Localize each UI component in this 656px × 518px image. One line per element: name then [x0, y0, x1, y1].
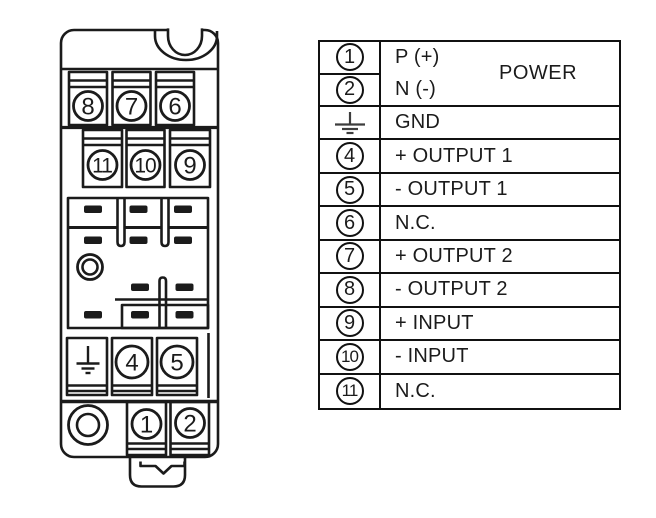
terminal-circle-7: [115, 90, 148, 122]
mounting-hole-icon: [67, 404, 109, 446]
terminal-circle-6: [159, 90, 191, 122]
terminal-numbers: 8 7 6 11 10 9 4 5 1 2: [81, 94, 196, 439]
pin-circle-9: 9: [335, 309, 364, 338]
pin-label-output2-minus: - OUTPUT 2: [381, 274, 619, 308]
pin-label-nc-11: N.C.: [395, 379, 436, 402]
pin-circle-11: 11: [335, 377, 364, 406]
pin-cell-8: 8: [320, 274, 381, 308]
clip-notch-icon: [139, 461, 186, 475]
terminal-circle-4: [114, 344, 150, 380]
pin-slots-middle: [131, 283, 194, 291]
terminal-band-876: [67, 70, 196, 127]
pin-circle-7: 7: [335, 242, 364, 271]
pin-circle-10: 10: [335, 342, 364, 371]
hanger-notch-outer: [153, 31, 219, 62]
pin-label-input-minus: - INPUT: [381, 341, 619, 375]
pin-label-n-minus: N (-): [395, 77, 436, 100]
terminal-number-4: 4: [125, 350, 138, 377]
power-label: POWER: [499, 62, 578, 84]
pin-cell-4: 4: [320, 140, 381, 174]
pin-circle-6: 6: [335, 209, 364, 238]
terminal-circle-11: [86, 149, 119, 181]
pin-label-nc-6: N.C.: [381, 207, 619, 241]
terminal-number-8: 8: [81, 94, 94, 121]
pin-cell-1: 1: [320, 42, 381, 75]
terminal-circle-1: [130, 408, 163, 440]
pin-cell-5: 5: [320, 173, 381, 208]
terminal-circle-9: [174, 149, 206, 181]
terminal-band-gnd45: [65, 333, 210, 398]
pin-assignment-table: 1 P (+) N (-) POWER 2 GND 4: [318, 40, 621, 410]
gnd-icon: [334, 111, 365, 134]
pin-cell-10: 10: [320, 341, 381, 375]
din-clip-tab: [128, 456, 187, 488]
pin-circle-1: 1: [335, 43, 364, 72]
pin-label-output2-plus: + OUTPUT 2: [381, 241, 619, 275]
pin-cell-6: 6: [320, 207, 381, 241]
power-group-cell: P (+) N (-) POWER: [381, 42, 619, 107]
pin-cell-gnd: [320, 107, 381, 141]
pin-circle-2: 2: [335, 75, 364, 104]
pin-label-gnd: GND: [381, 107, 619, 141]
terminal-number-5: 5: [170, 350, 183, 377]
terminal-number-6: 6: [168, 94, 181, 121]
terminal-circle-10: [129, 149, 162, 181]
pin-cell-9: 9: [320, 307, 381, 342]
terminal-circle-2: [174, 407, 206, 439]
pin-circle-4: 4: [335, 142, 364, 171]
terminal-band-12: [67, 400, 211, 457]
terminal-number-11: 11: [92, 155, 112, 178]
pin-cell-7: 7: [320, 240, 381, 275]
pin-cell-11: 11: [320, 374, 381, 408]
terminal-number-1: 1: [140, 412, 153, 439]
terminal-band-11109: [81, 128, 212, 189]
pin-slots-lower: [84, 311, 194, 319]
terminal-circle-5: [159, 344, 195, 380]
device-gnd-icon: [76, 346, 100, 375]
pin-circle-8: 8: [335, 275, 364, 304]
pin-cell-2: 2: [320, 74, 381, 107]
terminal-number-9: 9: [183, 153, 196, 180]
pin-slots-upper: [84, 205, 192, 244]
pin-label-output1-plus: + OUTPUT 1: [381, 140, 619, 174]
socket-footprint: [66, 196, 210, 330]
index-hole-icon: [76, 253, 104, 281]
device-drawing: 8 7 6 11 10 9 4 5 1 2: [59, 28, 220, 488]
terminal-number-10: 10: [134, 155, 156, 178]
pin-circle-5: 5: [335, 175, 364, 204]
pin-label-p-plus: P (+): [395, 46, 440, 69]
pin-label-input-plus: + INPUT: [381, 308, 619, 342]
terminal-circle-8: [72, 90, 104, 122]
hanger-notch-inner: [166, 28, 204, 57]
terminal-number-2: 2: [183, 411, 196, 438]
pin-label-output1-minus: - OUTPUT 1: [381, 174, 619, 208]
terminal-number-7: 7: [125, 94, 138, 121]
